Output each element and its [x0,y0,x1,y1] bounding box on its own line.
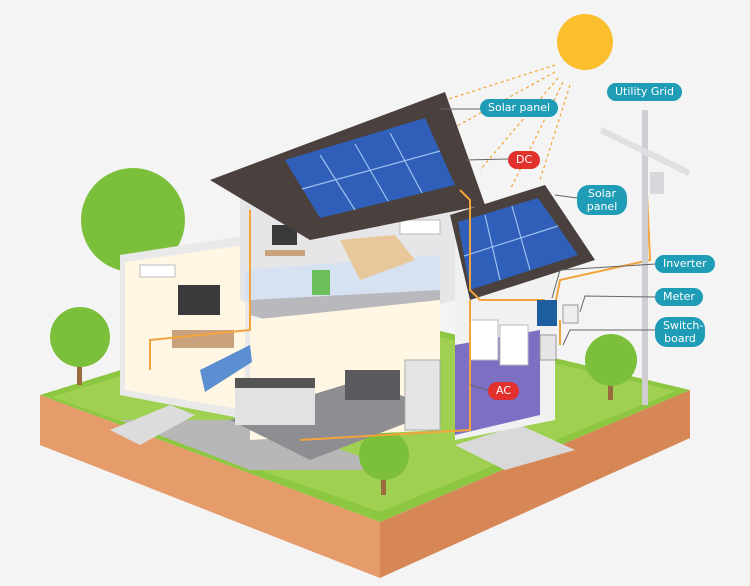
label-solar-panel-side: Solar panel [577,185,627,215]
utility-pole [600,110,690,405]
computer-icon [272,225,297,245]
bed-icon [340,235,415,280]
air-conditioner-icon [399,219,441,235]
label-meter: Meter [655,288,703,306]
inverter-icon [537,300,557,326]
tv-icon [178,285,220,315]
switchboard-icon [539,334,557,361]
main-roof [210,92,485,240]
label-ac: AC [488,382,520,400]
sofa-icon [200,345,252,392]
leader-lines [440,108,657,391]
solar-panel-array-main [285,118,455,218]
tree-left [50,307,110,385]
label-switchboard: Switch-board [655,317,705,347]
label-dc: DC [508,151,541,169]
stairs [110,405,195,445]
label-utility-grid: Utility Grid [607,83,682,101]
kitchen-counter [235,385,315,425]
tree-right [585,334,637,400]
washing-machine-icon [469,319,499,361]
label-solar-panel-top: Solar panel [480,99,559,117]
solar-panel-array-side [458,198,578,290]
side-roof [450,185,595,300]
stove-icon [345,370,400,400]
fridge-icon [404,359,441,431]
label-inverter: Inverter [655,255,715,273]
meter-icon [562,304,579,324]
chair-icon [312,270,330,295]
sun-icon [557,14,613,70]
tree-front [359,430,409,495]
